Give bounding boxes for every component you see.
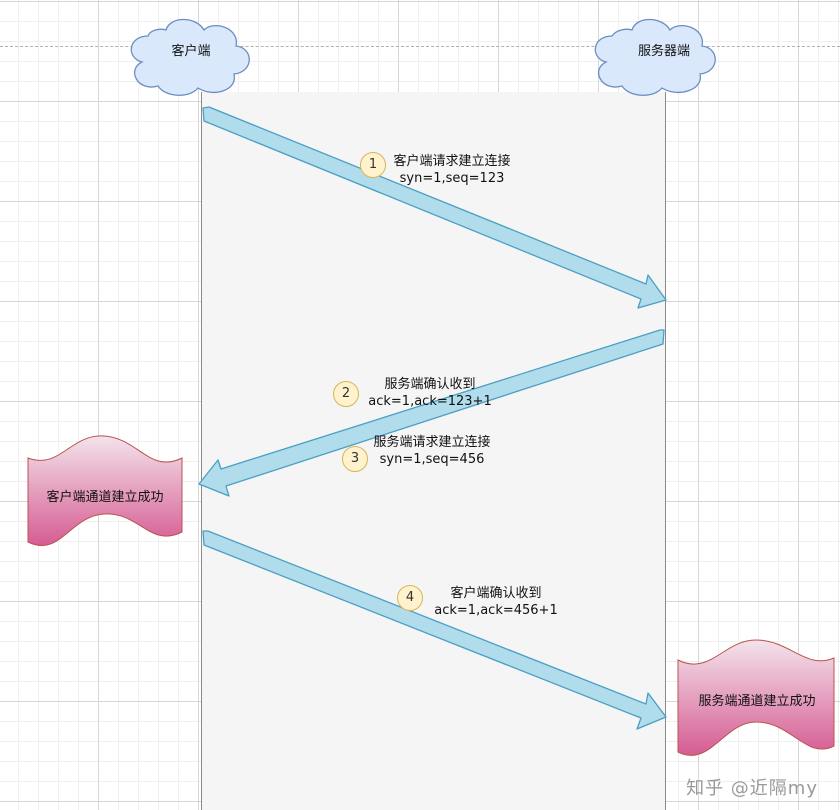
client-result-tape xyxy=(27,435,183,547)
step-badge-2: 2 xyxy=(333,381,359,407)
step-4-label: 客户端确认收到 ack=1,ack=456+1 xyxy=(426,585,566,619)
cloud-icon xyxy=(594,18,716,96)
arrow-synack-server-to-client xyxy=(198,329,665,497)
step-3-title: 服务端请求建立连接 xyxy=(373,435,491,450)
step-3-label: 服务端请求建立连接 syn=1,seq=456 xyxy=(362,434,502,468)
step-1-title: 客户端请求建立连接 xyxy=(393,154,511,169)
step-badge-3: 3 xyxy=(342,446,368,472)
step-3-params: syn=1,seq=456 xyxy=(379,452,485,467)
step-2-label: 服务端确认收到 ack=1,ack=123+1 xyxy=(360,376,500,410)
step-badge-1: 1 xyxy=(360,152,386,178)
step-4-params: ack=1,ack=456+1 xyxy=(434,603,558,618)
server-result-tape xyxy=(677,639,835,756)
server-result-label: 服务端通道建立成功 xyxy=(698,694,816,709)
page-border-dashed xyxy=(0,46,840,47)
server-participant-label: 服务器端 xyxy=(637,44,690,59)
client-lifeline xyxy=(201,92,202,810)
client-participant-label: 客户端 xyxy=(171,44,211,59)
step-1-params: syn=1,seq=123 xyxy=(399,171,505,186)
arrow-ack-client-to-server xyxy=(202,530,667,730)
cloud-icon xyxy=(130,18,250,96)
watermark: 知乎 @近隔my xyxy=(686,778,818,799)
client-result-label: 客户端通道建立成功 xyxy=(46,490,164,505)
step-1-label: 客户端请求建立连接 syn=1,seq=123 xyxy=(382,153,522,187)
arrow-syn-client-to-server xyxy=(202,106,667,309)
step-2-title: 服务端确认收到 xyxy=(384,377,476,392)
step-2-params: ack=1,ack=123+1 xyxy=(368,394,492,409)
server-lifeline xyxy=(665,92,666,810)
step-4-title: 客户端确认收到 xyxy=(450,586,542,601)
step-badge-4: 4 xyxy=(397,585,423,611)
